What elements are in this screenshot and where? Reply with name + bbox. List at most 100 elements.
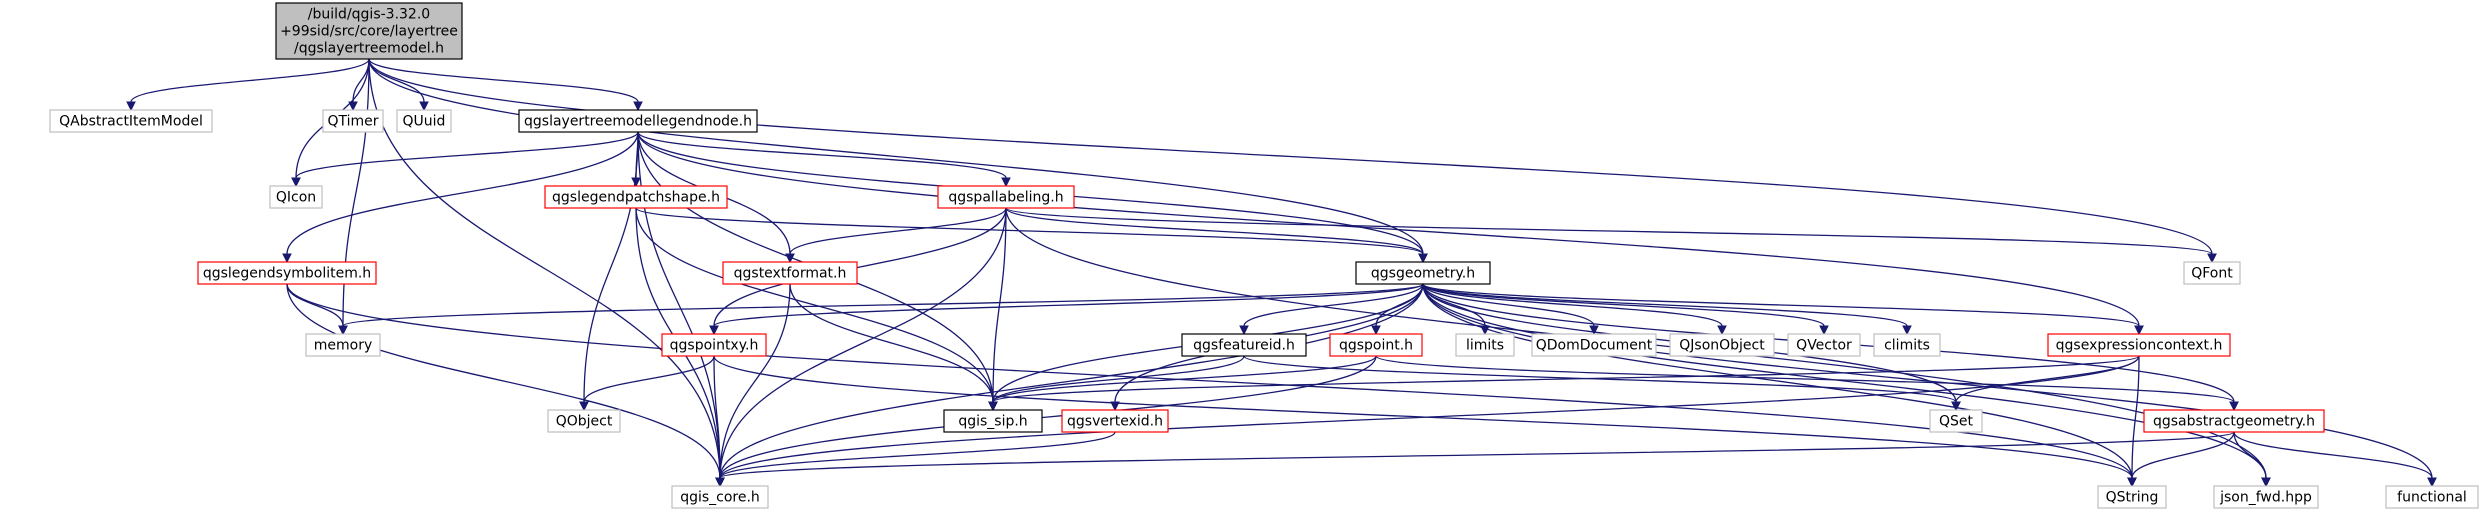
node-abstractgeometry[interactable]: qgsabstractgeometry.h	[2143, 409, 2325, 433]
node-label: qgsgeometry.h	[1371, 266, 1475, 282]
node-memory[interactable]: memory	[305, 333, 381, 357]
node-box	[547, 409, 621, 433]
edge-point-to-qgis_sip	[988, 355, 1377, 412]
node-label: qgis_core.h	[680, 490, 760, 506]
edge-abstractgeometry-to-qstring	[2127, 431, 2235, 488]
node-qset[interactable]: QSet	[1929, 409, 1983, 433]
node-root[interactable]: /build/qgis-3.32.0+99sid/src/core/layert…	[275, 2, 463, 60]
edge-geometry-to-expressioncontext	[1422, 283, 2144, 336]
node-qicon[interactable]: QIcon	[269, 185, 323, 209]
node-legendsymbolitem[interactable]: qgslegendsymbolitem.h	[197, 261, 377, 285]
node-label: QIcon	[276, 190, 316, 206]
node-label: limits	[1466, 338, 1504, 354]
node-climits[interactable]: climits	[1873, 333, 1941, 357]
graph-nodes: /build/qgis-3.32.0+99sid/src/core/layert…	[49, 2, 2479, 509]
edge-geometry-to-functional	[1422, 283, 2437, 488]
node-label: qgstextformat.h	[734, 266, 847, 282]
edge-expressioncontext-to-qgis_sip	[988, 355, 2140, 412]
node-qstring[interactable]: QString	[2097, 485, 2167, 509]
edge-root-to-legendnode	[368, 58, 643, 112]
node-box	[937, 185, 1075, 209]
node-box	[722, 261, 858, 285]
node-box	[322, 109, 384, 133]
edge-abstractgeometry-to-json_fwd	[2233, 431, 2271, 488]
node-geometry[interactable]: qgsgeometry.h	[1355, 261, 1491, 285]
node-legendpatchshape[interactable]: qgslegendpatchshape.h	[544, 185, 728, 209]
node-label: qgslegendsymbolitem.h	[203, 266, 371, 282]
edge-geometry-to-climits	[1422, 283, 1912, 336]
node-label: json_fwd.hpp	[2219, 490, 2312, 506]
node-vertexid[interactable]: qgsvertexid.h	[1061, 409, 1169, 433]
edge-expressioncontext-to-qgis_core	[715, 355, 2140, 488]
node-box	[2047, 333, 2231, 357]
node-label: climits	[1884, 338, 1930, 354]
edge-root-to-qfont	[368, 58, 2217, 264]
node-box	[2183, 261, 2241, 285]
edge-root-to-qabstractitemmodel	[126, 58, 370, 112]
edge-legendsymbolitem-to-memory	[286, 283, 348, 336]
node-label: qgspoint.h	[1339, 338, 1413, 354]
node-featureid[interactable]: qgsfeatureid.h	[1181, 333, 1307, 357]
node-box	[1061, 409, 1169, 433]
node-pointxy[interactable]: qgspointxy.h	[661, 333, 767, 357]
node-label: qgslegendpatchshape.h	[552, 190, 720, 206]
edge-pointxy-to-qobject	[579, 355, 715, 412]
node-label: qgspallabeling.h	[948, 190, 1063, 206]
node-qgis_core[interactable]: qgis_core.h	[671, 485, 769, 509]
node-box	[661, 333, 767, 357]
edge-geometry-to-qvector	[1422, 283, 1829, 336]
node-qvector[interactable]: QVector	[1787, 333, 1861, 357]
node-legendnode[interactable]: qgslayertreemodellegendnode.h	[518, 109, 758, 133]
node-functional[interactable]: functional	[2385, 485, 2479, 509]
node-point[interactable]: qgspoint.h	[1329, 333, 1423, 357]
node-box	[2385, 485, 2479, 509]
node-box	[518, 109, 758, 133]
node-limits[interactable]: limits	[1455, 333, 1515, 357]
node-label: functional	[2397, 490, 2467, 506]
node-box	[2143, 409, 2325, 433]
node-label: /build/qgis-3.32.0	[308, 7, 430, 23]
edge-geometry-to-memory	[338, 283, 1424, 336]
node-qabstractitemmodel[interactable]: QAbstractItemModel	[49, 109, 213, 133]
edge-geometry-to-featureid	[1239, 283, 1424, 336]
node-box	[1531, 333, 1657, 357]
edge-legendnode-to-pallabeling	[637, 131, 1011, 188]
node-box	[305, 333, 381, 357]
edge-pallabeling-to-qgis_sip	[988, 207, 1007, 412]
node-box	[1929, 409, 1983, 433]
node-qfont[interactable]: QFont	[2183, 261, 2241, 285]
node-label: qgsabstractgeometry.h	[2153, 414, 2315, 430]
node-label: qgsvertexid.h	[1067, 414, 1163, 430]
node-json_fwd[interactable]: json_fwd.hpp	[2213, 485, 2319, 509]
edge-legendpatchshape-to-geometry	[635, 207, 1428, 264]
edge-legendsymbolitem-to-qstring	[286, 283, 2137, 488]
node-qobject[interactable]: QObject	[547, 409, 621, 433]
node-label: QTimer	[327, 114, 378, 130]
edge-abstractgeometry-to-functional	[2233, 431, 2437, 488]
node-box	[396, 109, 452, 133]
edge-legendnode-to-qicon	[291, 131, 639, 188]
node-label: QSet	[1939, 414, 1974, 430]
node-box	[49, 109, 213, 133]
node-box	[1669, 333, 1775, 357]
edge-pallabeling-to-qfont	[1005, 207, 2217, 264]
node-expressioncontext[interactable]: qgsexpressioncontext.h	[2047, 333, 2231, 357]
node-qdomdocument[interactable]: QDomDocument	[1531, 333, 1657, 357]
node-label: QJsonObject	[1679, 338, 1765, 354]
node-label: QUuid	[403, 114, 446, 130]
node-qgis_sip[interactable]: qgis_sip.h	[943, 409, 1043, 433]
node-qtimer[interactable]: QTimer	[322, 109, 384, 133]
edge-geometry-to-qjsonobject	[1422, 283, 1727, 336]
node-box	[275, 2, 463, 60]
node-textformat[interactable]: qgstextformat.h	[722, 261, 858, 285]
node-box	[2213, 485, 2319, 509]
node-box	[544, 185, 728, 209]
node-box	[943, 409, 1043, 433]
node-qjsonobject[interactable]: QJsonObject	[1669, 333, 1775, 357]
node-quuid[interactable]: QUuid	[396, 109, 452, 133]
node-pallabeling[interactable]: qgspallabeling.h	[937, 185, 1075, 209]
edge-abstractgeometry-to-qgis_core	[715, 431, 2235, 488]
node-box	[1455, 333, 1515, 357]
node-box	[197, 261, 377, 285]
